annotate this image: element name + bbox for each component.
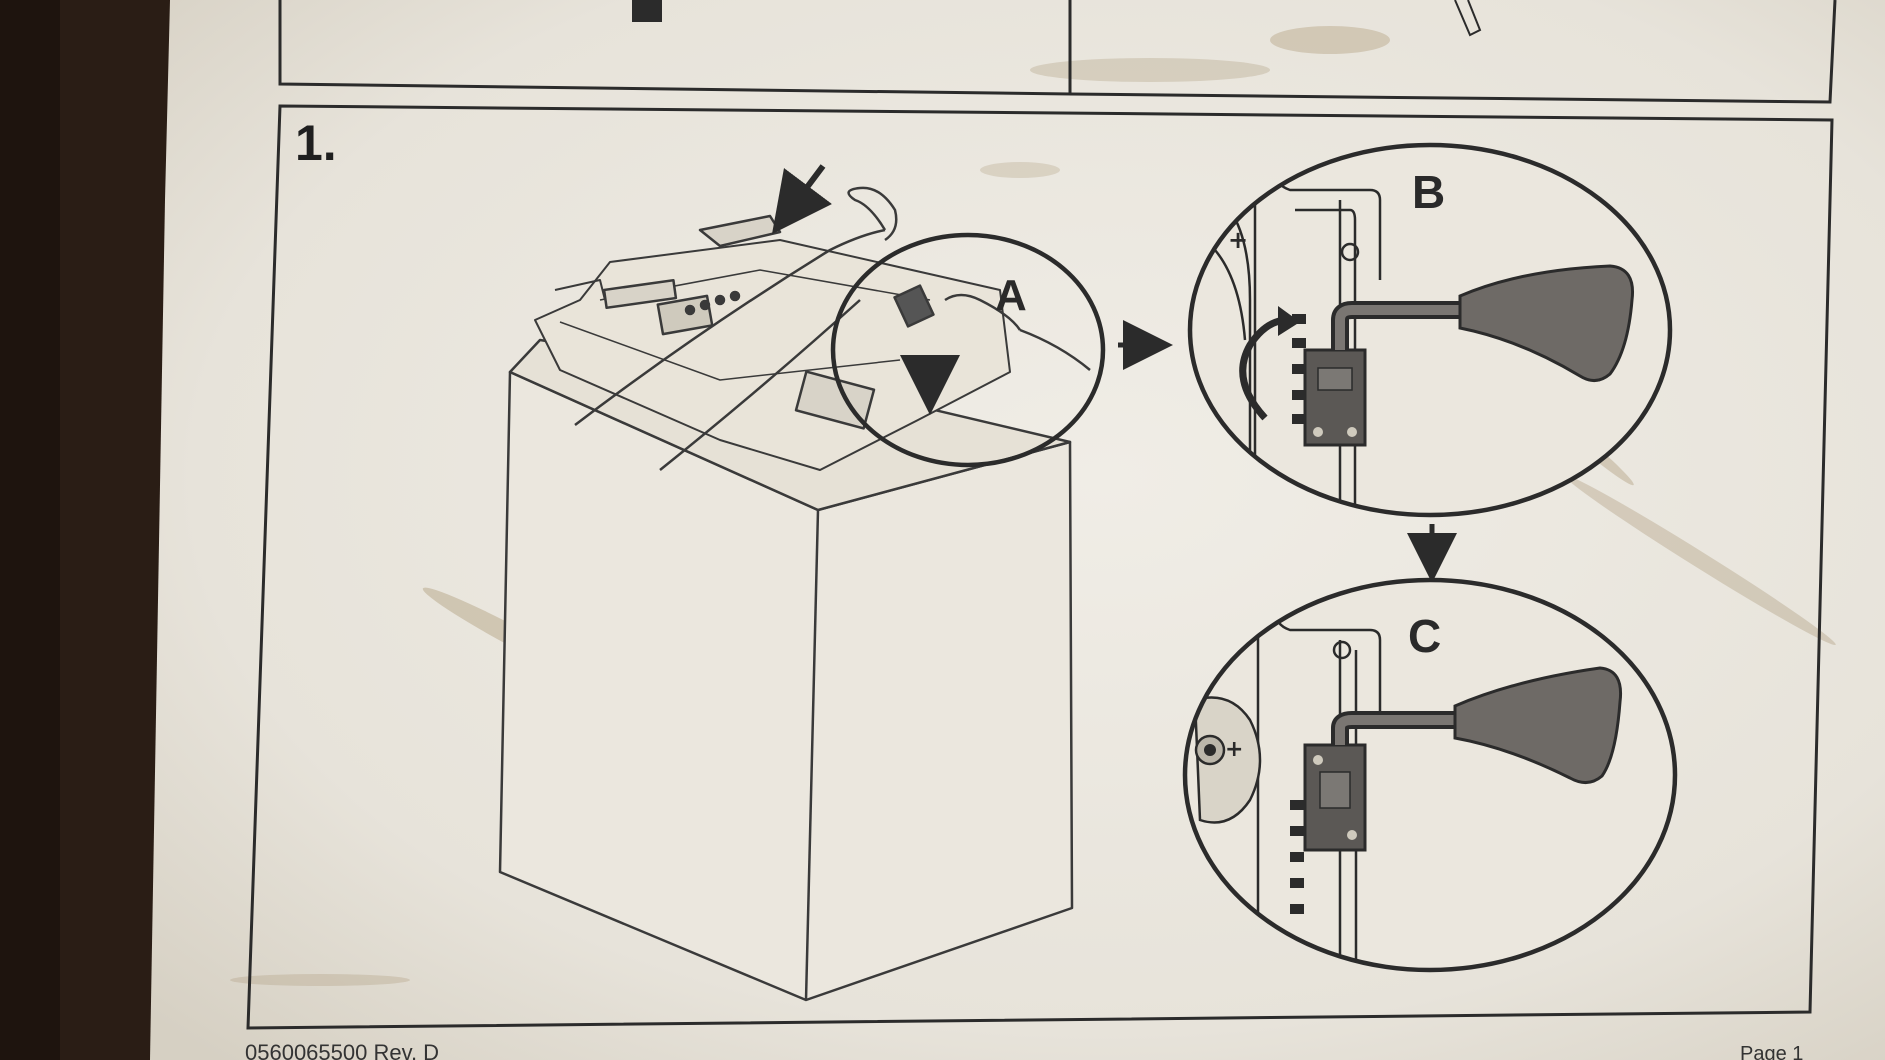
step-panel	[246, 104, 1834, 1030]
callout-c-circle	[1182, 577, 1678, 973]
callout-c-detail: +	[1185, 580, 1675, 970]
callout-c-label: C	[1408, 610, 1441, 662]
push-arrow	[772, 164, 832, 234]
callout-b-label: B	[1412, 166, 1445, 218]
svg-text:+: +	[1225, 737, 1243, 762]
page-number: Page 1	[1740, 1043, 1803, 1060]
step-number: 1.	[295, 115, 337, 171]
callout-a-circle	[830, 232, 1106, 468]
callout-a-label: A	[995, 271, 1027, 320]
svg-text:+: +	[1228, 226, 1248, 254]
document-number: 0560065500 Rev. D	[245, 1040, 439, 1060]
callout-b-circle	[1187, 142, 1673, 518]
callout-b-detail: +	[1190, 145, 1670, 515]
washer-illustration	[498, 186, 1091, 1002]
previous-panels	[278, 0, 1837, 104]
